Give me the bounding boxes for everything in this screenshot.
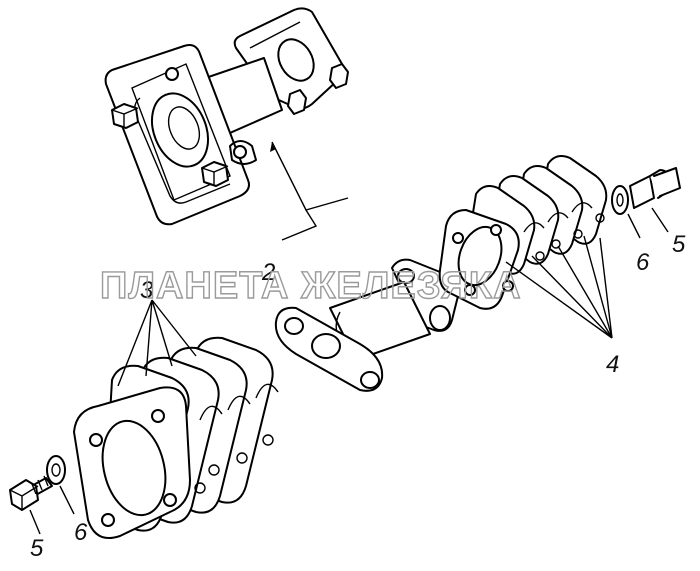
watermark: ПЛАНЕТА ЖЕЛЕЗЯКА bbox=[100, 265, 522, 307]
leader-lines-3 bbox=[117, 299, 197, 387]
gasket-stack-left bbox=[73, 336, 279, 539]
assembly-arrow bbox=[270, 141, 349, 241]
gasket-stack-right bbox=[438, 155, 608, 310]
assembled-pipe-flange bbox=[104, 7, 349, 226]
label-part-2: 2 bbox=[261, 259, 275, 286]
label-part-6-left: 6 bbox=[74, 519, 88, 546]
leader-lines-4 bbox=[505, 235, 613, 339]
label-part-5-left: 5 bbox=[30, 535, 44, 562]
washer-left bbox=[46, 455, 66, 485]
label-part-5-right: 5 bbox=[672, 231, 686, 258]
bolt-right bbox=[629, 167, 681, 209]
bolt-head-icon bbox=[201, 161, 229, 187]
label-part-4: 4 bbox=[606, 351, 619, 378]
label-part-3: 3 bbox=[140, 277, 154, 304]
label-part-6-right: 6 bbox=[636, 249, 650, 276]
bolt-left bbox=[9, 475, 53, 511]
washer-right bbox=[611, 185, 629, 215]
bolt-head-icon bbox=[111, 103, 139, 129]
pipe-part bbox=[274, 258, 460, 392]
